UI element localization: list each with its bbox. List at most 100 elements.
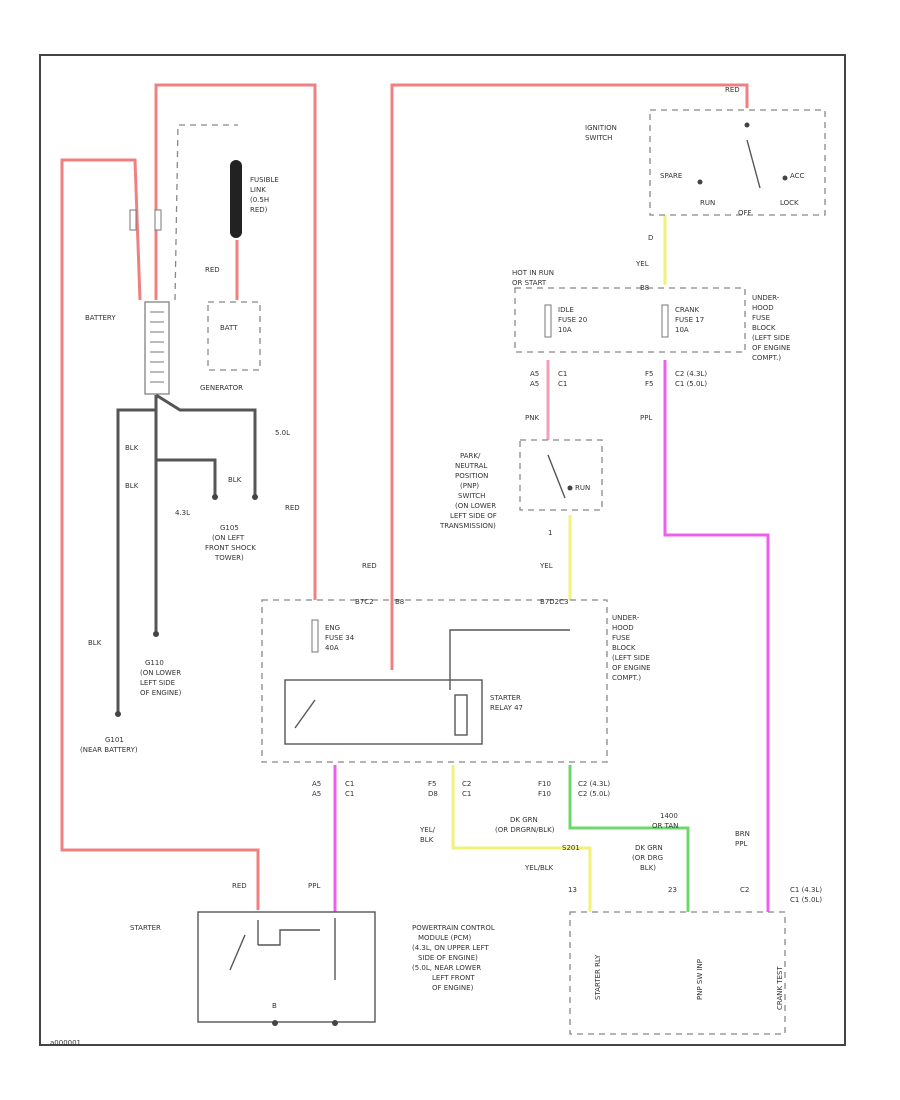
pnp-line-6: (ON LOWER: [455, 502, 496, 510]
crank-fuse-label-3: 10A: [675, 326, 689, 334]
pcm-line-4: SIDE OF ENGINE): [418, 954, 478, 962]
wire-label-ppl-upper: PPL: [640, 414, 652, 422]
pin-c1-lower-1: C1: [345, 780, 354, 788]
eng-fuse-2: FUSE 34: [325, 634, 355, 642]
pnp-switch-label: PARK/ NEUTRAL POSITION (PNP) SWITCH (ON …: [439, 452, 497, 530]
generator-box: [207, 301, 261, 371]
battery-label: BATTERY: [85, 314, 116, 322]
wire-label-blk-3: BLK: [228, 476, 242, 484]
ignition-lock: LOCK: [780, 199, 799, 207]
ground-g105-b: [252, 494, 258, 500]
pnp-pin: 1: [548, 529, 552, 537]
ignition-label-1: IGNITION: [585, 124, 617, 132]
fuse-top-3: B7D2C3: [540, 598, 568, 606]
eng-fuse: [311, 619, 319, 653]
g105-line-3: FRONT SHOCK: [205, 544, 256, 552]
g110-line-1: G110: [145, 659, 164, 667]
pnp-switch-box: [519, 439, 603, 511]
pin-c2c1-lower-1: C2: [462, 780, 471, 788]
idle-fuse: [544, 304, 552, 338]
starter-terminal-b: [272, 1020, 278, 1026]
underhood-2-line-5: (LEFT SIDE: [612, 654, 650, 662]
pnp-line-2: NEUTRAL: [455, 462, 487, 470]
pcm-line-5: (5.0L, NEAR LOWER: [412, 964, 481, 972]
label-5l: 5.0L: [275, 429, 290, 437]
wire-yelblk-relay-to-pcm: [451, 765, 592, 912]
starter-relay: [284, 679, 483, 745]
dk-grn-right-3: BLK): [640, 864, 656, 872]
underhood-1-line-5: (LEFT SIDE: [752, 334, 790, 342]
pcm-pin-c2: C2: [740, 886, 749, 894]
dk-grn-right-1: DK GRN: [635, 844, 663, 852]
fuse-pin-b8-a: B8: [640, 284, 649, 292]
pcm-pin-c1-50: C1 (5.0L): [790, 896, 822, 904]
hot-in-run-label-2: OR START: [512, 279, 547, 287]
pcm-box: [569, 911, 786, 1035]
underhood-1-line-6: OF ENGINE: [752, 344, 791, 352]
pin-a5-1: A5: [530, 370, 539, 378]
ignition-off: OFF: [738, 209, 752, 217]
pcm-line-6: LEFT FRONT: [432, 974, 475, 982]
pin-a5-lower-1: A5: [312, 780, 321, 788]
wire-label-red-top: RED: [725, 86, 740, 94]
ignition-contact-acc: [782, 175, 788, 181]
pnp-line-3: POSITION: [455, 472, 488, 480]
pcm-crank-test: CRANK TEST: [776, 966, 784, 1010]
yel-blk-right: YEL/BLK: [524, 864, 554, 872]
brn-ppl-1: BRN: [735, 830, 750, 838]
ignition-pin: D: [648, 234, 653, 242]
underhood-2-line-2: HOOD: [612, 624, 634, 632]
underhood-1-line-7: COMPT.): [752, 354, 781, 362]
wire-label-red-starter: RED: [232, 882, 247, 890]
g101-line-1: G101: [105, 736, 124, 744]
g105-line-1: G105: [220, 524, 239, 532]
pin-f5-1: F5: [645, 370, 653, 378]
wire-label-red-center: RED: [362, 562, 377, 570]
pin-c1-lower-2: C1: [345, 790, 354, 798]
underhood-block-label-1: UNDER- HOOD FUSE BLOCK (LEFT SIDE OF ENG…: [752, 294, 791, 362]
relay-coil: [454, 694, 468, 736]
ground-g110: [153, 631, 159, 637]
starter-terminal-s: [332, 1020, 338, 1026]
g110-line-3: LEFT SIDE: [140, 679, 175, 687]
starter-wiring: [258, 929, 320, 946]
pcm-starter-rly: STARTER RLY: [594, 954, 602, 1000]
ignition-spare: SPARE: [660, 172, 682, 180]
diagram-code: a000001: [50, 1039, 81, 1047]
pcm-pin-13: 13: [568, 886, 577, 894]
battery-enclosure: [174, 124, 238, 301]
tan-bot-2: OR TAN: [652, 822, 678, 830]
wire-label-blk-2: BLK: [125, 482, 139, 490]
pin-f10-1: F10: [538, 780, 551, 788]
fusible-link-label-4: RED): [250, 206, 268, 214]
underhood-2-line-4: BLOCK: [612, 644, 636, 652]
pcm-pnp-sw-inp: PNP SW INP: [696, 959, 704, 1000]
underhood-1-line-2: HOOD: [752, 304, 774, 312]
ground-g105-a: [212, 494, 218, 500]
idle-fuse-label-2: FUSE 20: [558, 316, 587, 324]
pin-a5-2: A5: [530, 380, 539, 388]
pin-f5d8-1: F5: [428, 780, 436, 788]
tan-bot-1: 1400: [660, 812, 678, 820]
splice-s201: S201: [562, 844, 580, 852]
fuse-block-upper: [514, 287, 746, 353]
pcm-line-3: (4.3L, ON UPPER LEFT: [412, 944, 489, 952]
pnp-line-4: (PNP): [460, 482, 479, 490]
wire-red-to-ignition: [390, 83, 749, 670]
fusible-link: [230, 160, 242, 238]
ignition-label-2: SWITCH: [585, 134, 612, 142]
pin-c2c3-2: C2 (5.0L): [578, 790, 610, 798]
pnp-switch-blade: [547, 454, 566, 499]
pin-c2c1-1: C2 (4.3L): [675, 370, 707, 378]
pcm-line-2: MODULE (PCM): [418, 934, 471, 942]
pnp-line-5: SWITCH: [458, 492, 485, 500]
diagram-frame: [39, 54, 846, 1046]
g101-line-2: (NEAR BATTERY): [80, 746, 138, 754]
ignition-contact-top: [744, 122, 750, 128]
fuse-top-2: B8: [395, 598, 404, 606]
crank-fuse-label-1: CRANK: [675, 306, 699, 314]
ignition-switch-box: [649, 109, 826, 216]
crank-fuse-label-2: FUSE 17: [675, 316, 704, 324]
dk-grn-2: (OR DRGRN/BLK): [495, 826, 555, 834]
pnp-run: RUN: [575, 484, 590, 492]
